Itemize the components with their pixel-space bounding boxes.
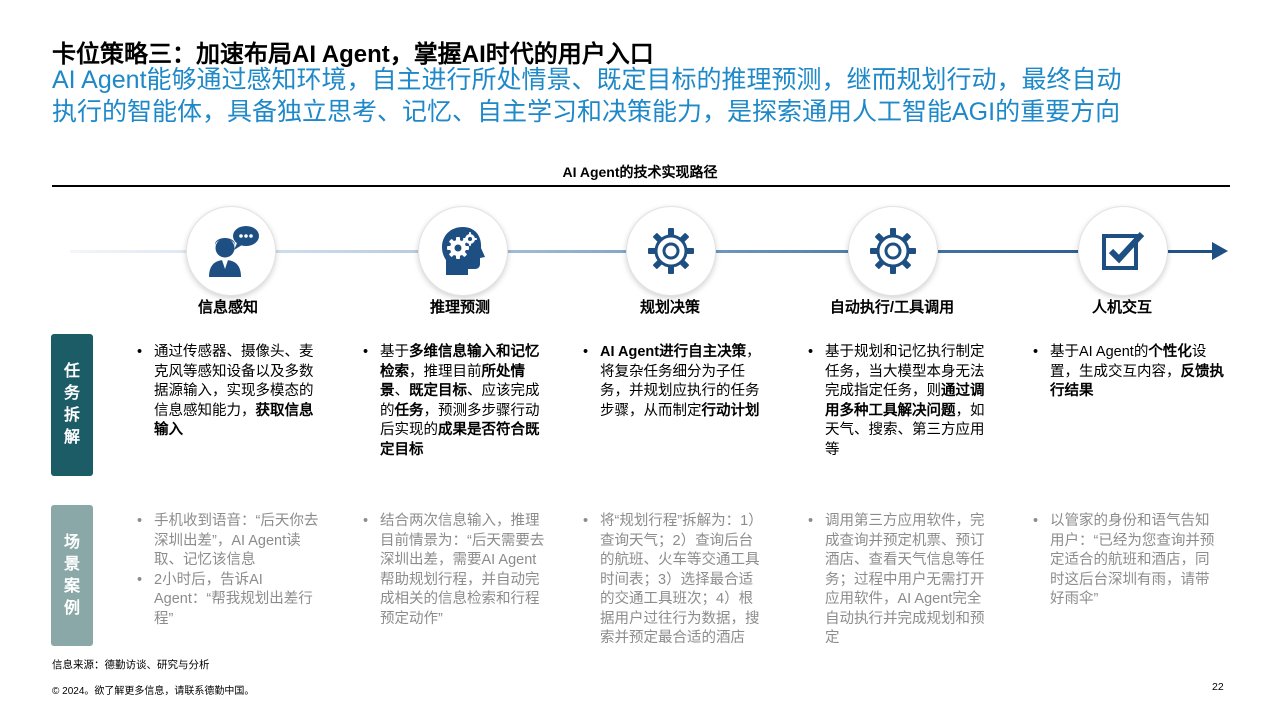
step-circle-planning xyxy=(626,206,716,296)
bold-text: 任务 xyxy=(394,402,424,419)
bold-text: 多维信息输入和记忆检索 xyxy=(380,344,540,380)
bullet-list: 通过传感器、摄像头、麦克风等感知设备以及多数据源输入，实现多模态的信息感知能力，… xyxy=(136,343,320,441)
text: ，将复杂任务细分为子任务，并规划应执行的任务步骤，从而制定 xyxy=(600,344,761,419)
case-cell: 结合两次信息输入，推理目前情景为：“后天需要去深圳出差，需要AI Agent帮助… xyxy=(362,512,546,629)
bullet-item: 以管家的身份和语气告知用户：“已经为您查询并预定适合的航班和酒店，同时这后台深圳… xyxy=(1033,512,1216,610)
text: 通过传感器、摄像头、麦克风等感知设备以及多数据源输入，实现多模态的信息感知能力， xyxy=(154,344,314,419)
step-label-execution: 自动执行/工具调用 xyxy=(829,299,955,316)
step-label-reasoning: 推理预测 xyxy=(429,299,490,316)
step-label-perception: 信息感知 xyxy=(197,299,258,316)
step-circle-execution xyxy=(848,206,938,296)
bullet-item: 2小时后，告诉AI Agent：“帮我规划出差行程” xyxy=(137,571,320,630)
bullet-list: 以管家的身份和语气告知用户：“已经为您查询并预定适合的航班和酒店，同时这后台深圳… xyxy=(1032,512,1216,610)
gear-icon xyxy=(870,228,916,274)
page-title: 卡位策略三：加速布局AI Agent，掌握AI时代的用户入口 xyxy=(52,41,654,68)
bold-text: 成果是否符合既定目标 xyxy=(380,422,540,458)
case-cell: 调用第三方应用软件，完成查询并预定机票、预订酒店、查看天气信息等任务；过程中用户… xyxy=(807,512,991,649)
bold-text: 反馈执行结果 xyxy=(1050,363,1224,400)
text: ，推理目前 xyxy=(409,363,482,380)
bold-text: 获取信息输入 xyxy=(154,402,314,439)
bullet-list: 基于规划和记忆执行制定任务，当大模型本身无法完成指定任务，则通过调用多种工具解决… xyxy=(807,343,991,460)
text: 手机收到语音：“后天你去深圳出差”，AI Agent读取、记忆该信息 xyxy=(154,513,319,568)
bullet-list: 将“规划行程”拆解为：1）查询天气；2）查询后台的航班、火车等交通工具时间表；3… xyxy=(582,512,766,649)
case-cell: 以管家的身份和语气告知用户：“已经为您查询并预定适合的航班和酒店，同时这后台深圳… xyxy=(1032,512,1216,610)
bold-text: 既定目标 xyxy=(409,383,467,399)
bullet-list: 手机收到语音：“后天你去深圳出差”，AI Agent读取、记忆该信息2小时后，告… xyxy=(136,512,320,629)
bullet-item: 通过传感器、摄像头、麦克风等感知设备以及多数据源输入，实现多模态的信息感知能力，… xyxy=(137,343,320,441)
bullet-item: 结合两次信息输入，推理目前情景为：“后天需要去深圳出差，需要AI Agent帮助… xyxy=(363,512,546,629)
bold-text: AI Agent进行自主决策 xyxy=(600,344,747,360)
task-cell: 基于规划和记忆执行制定任务，当大模型本身无法完成指定任务，则通过调用多种工具解决… xyxy=(807,343,991,460)
row-label-task-breakdown: 任 务 拆 解 xyxy=(51,334,93,476)
step-circle-perception xyxy=(186,206,276,296)
subtitle-line-1: AI Agent能够通过感知环境，自主进行所处情景、既定目标的推理预测，继而规划… xyxy=(52,66,1122,94)
step-circle-reasoning xyxy=(418,206,508,296)
bullet-list: 基于AI Agent的个性化设置，生成交互内容，反馈执行结果 xyxy=(1032,343,1226,402)
step-label-interaction: 人机交互 xyxy=(1091,299,1152,316)
text: 基于AI Agent的 xyxy=(1050,344,1149,360)
subtitle-line-2: 执行的智能体，具备独立思考、记忆、自主学习和决策能力，是探索通用人工智能AGI的… xyxy=(52,98,1121,126)
page-number: 22 xyxy=(1212,681,1224,693)
step-circle-interaction xyxy=(1078,206,1168,296)
row-label-scenario-case: 场 景 案 例 xyxy=(51,505,93,646)
bullet-item: 调用第三方应用软件，完成查询并预定机票、预订酒店、查看天气信息等任务；过程中用户… xyxy=(808,512,991,649)
bullet-item: 基于多维信息输入和记忆检索，推理目前所处情景、既定目标、应该完成的任务，预测多步… xyxy=(363,343,546,460)
diagram-title: AI Agent的技术实现路径 xyxy=(562,164,718,180)
task-cell: 基于多维信息输入和记忆检索，推理目前所处情景、既定目标、应该完成的任务，预测多步… xyxy=(362,343,546,460)
text: 将“规划行程”拆解为：1）查询天气；2）查询后台的航班、火车等交通工具时间表；3… xyxy=(600,513,763,646)
case-cell: 将“规划行程”拆解为：1）查询天气；2）查询后台的航班、火车等交通工具时间表；3… xyxy=(582,512,766,649)
bold-text: 行动计划 xyxy=(701,402,760,419)
head-gears-icon xyxy=(442,227,485,275)
text: 以管家的身份和语气告知用户：“已经为您查询并预定适合的航班和酒店，同时这后台深圳… xyxy=(1050,513,1215,607)
bold-text: 所处情景 xyxy=(380,363,525,400)
bullet-item: AI Agent进行自主决策，将复杂任务细分为子任务，并规划应执行的任务步骤，从… xyxy=(583,343,766,421)
copyright-note: © 2024。欲了解更多信息，请联系德勤中国。 xyxy=(52,686,255,697)
text: 2小时后，告诉AI Agent：“帮我规划出差行程” xyxy=(154,571,313,627)
task-cell: AI Agent进行自主决策，将复杂任务细分为子任务，并规划应执行的任务步骤，从… xyxy=(582,343,766,421)
task-cell: 通过传感器、摄像头、麦克风等感知设备以及多数据源输入，实现多模态的信息感知能力，… xyxy=(136,343,320,441)
source-note: 信息来源：德勤访谈、研究与分析 xyxy=(52,659,210,671)
bullet-item: 基于AI Agent的个性化设置，生成交互内容，反馈执行结果 xyxy=(1033,343,1226,402)
page-subtitle: AI Agent能够通过感知环境，自主进行所处情景、既定目标的推理预测，继而规划… xyxy=(52,64,1242,128)
checkbox-icon xyxy=(1102,231,1145,270)
text: 设置，生成交互内容， xyxy=(1050,344,1207,380)
flow-arrow-icon xyxy=(1212,242,1228,260)
title-divider xyxy=(52,185,1230,187)
bullet-list: 基于多维信息输入和记忆检索，推理目前所处情景、既定目标、应该完成的任务，预测多步… xyxy=(362,343,546,460)
bullet-item: 将“规划行程”拆解为：1）查询天气；2）查询后台的航班、火车等交通工具时间表；3… xyxy=(583,512,766,649)
text: 结合两次信息输入，推理目前情景为：“后天需要去深圳出差，需要AI Agent帮助… xyxy=(380,513,545,627)
text: 调用第三方应用软件，完成查询并预定机票、预订酒店、查看天气信息等任务；过程中用户… xyxy=(825,513,985,646)
text: 、应该完成的 xyxy=(380,383,540,419)
text: 基于规划和记忆执行制定任务，当大模型本身无法完成指定任务，则 xyxy=(825,344,985,399)
text: 基于 xyxy=(380,344,409,360)
task-cell: 基于AI Agent的个性化设置，生成交互内容，反馈执行结果 xyxy=(1032,343,1226,402)
bullet-list: 调用第三方应用软件，完成查询并预定机票、预订酒店、查看天气信息等任务；过程中用户… xyxy=(807,512,991,649)
step-label-planning: 规划决策 xyxy=(639,299,700,316)
text: ，预测多步骤行动后实现的 xyxy=(380,402,540,439)
person-speech-bubble-icon xyxy=(209,226,259,277)
bold-text: 个性化 xyxy=(1148,344,1192,360)
text: 、 xyxy=(394,383,410,399)
bullet-list: AI Agent进行自主决策，将复杂任务细分为子任务，并规划应执行的任务步骤，从… xyxy=(582,343,766,421)
bullet-item: 手机收到语音：“后天你去深圳出差”，AI Agent读取、记忆该信息 xyxy=(137,512,320,571)
bullet-list: 结合两次信息输入，推理目前情景为：“后天需要去深圳出差，需要AI Agent帮助… xyxy=(362,512,546,629)
case-cell: 手机收到语音：“后天你去深圳出差”，AI Agent读取、记忆该信息2小时后，告… xyxy=(136,512,320,629)
text: ，如天气、搜索、第三方应用等 xyxy=(825,402,985,458)
bold-text: 通过调用多种工具解决问题 xyxy=(825,383,985,419)
bullet-item: 基于规划和记忆执行制定任务，当大模型本身无法完成指定任务，则通过调用多种工具解决… xyxy=(808,343,991,460)
gear-icon xyxy=(648,228,694,274)
